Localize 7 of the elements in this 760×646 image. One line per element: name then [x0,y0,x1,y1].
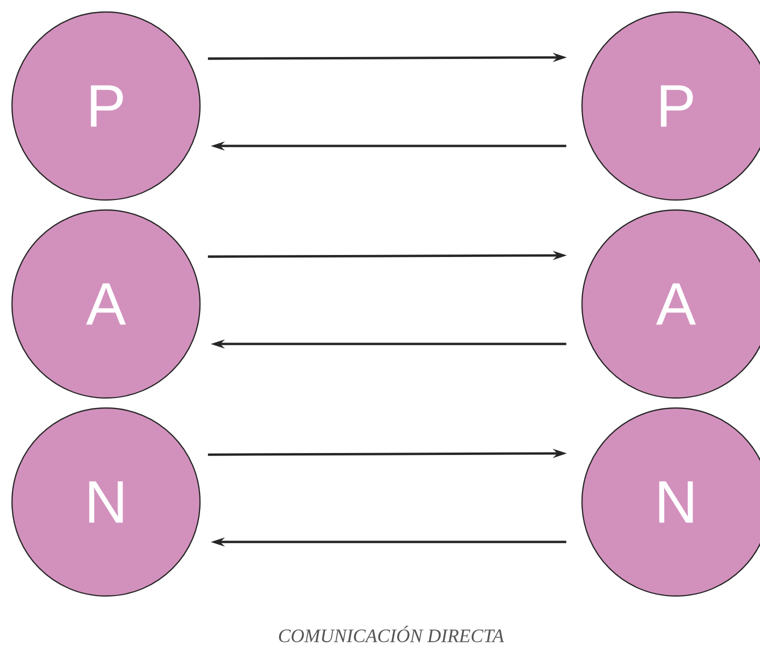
circle-node: N [581,407,760,597]
circle-node: A [581,209,760,399]
circle-node: P [11,11,201,201]
circle-node: P [581,11,760,201]
circle-node: N [11,407,201,597]
caption: COMUNICACIÓN DIRECTA [279,626,504,642]
circle-node: A [11,209,201,399]
